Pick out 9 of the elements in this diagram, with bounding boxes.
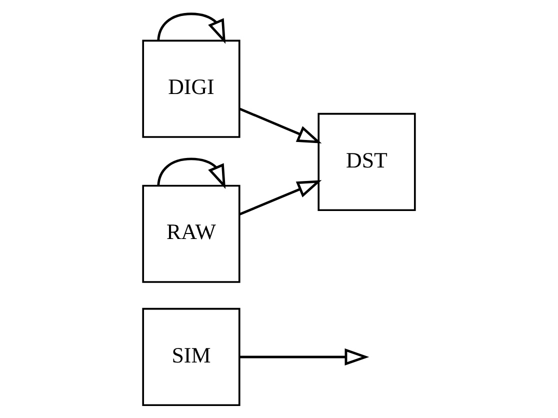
arrow: [239, 107, 322, 143]
arrow: [240, 348, 370, 366]
node-box: RAW: [142, 184, 240, 282]
arrow: [157, 157, 226, 188]
arrow: [157, 12, 226, 44]
node-box: DIGI: [142, 39, 240, 138]
node-box: SIM: [142, 307, 240, 406]
node-box: DST: [318, 112, 416, 211]
arrow: [239, 180, 322, 215]
